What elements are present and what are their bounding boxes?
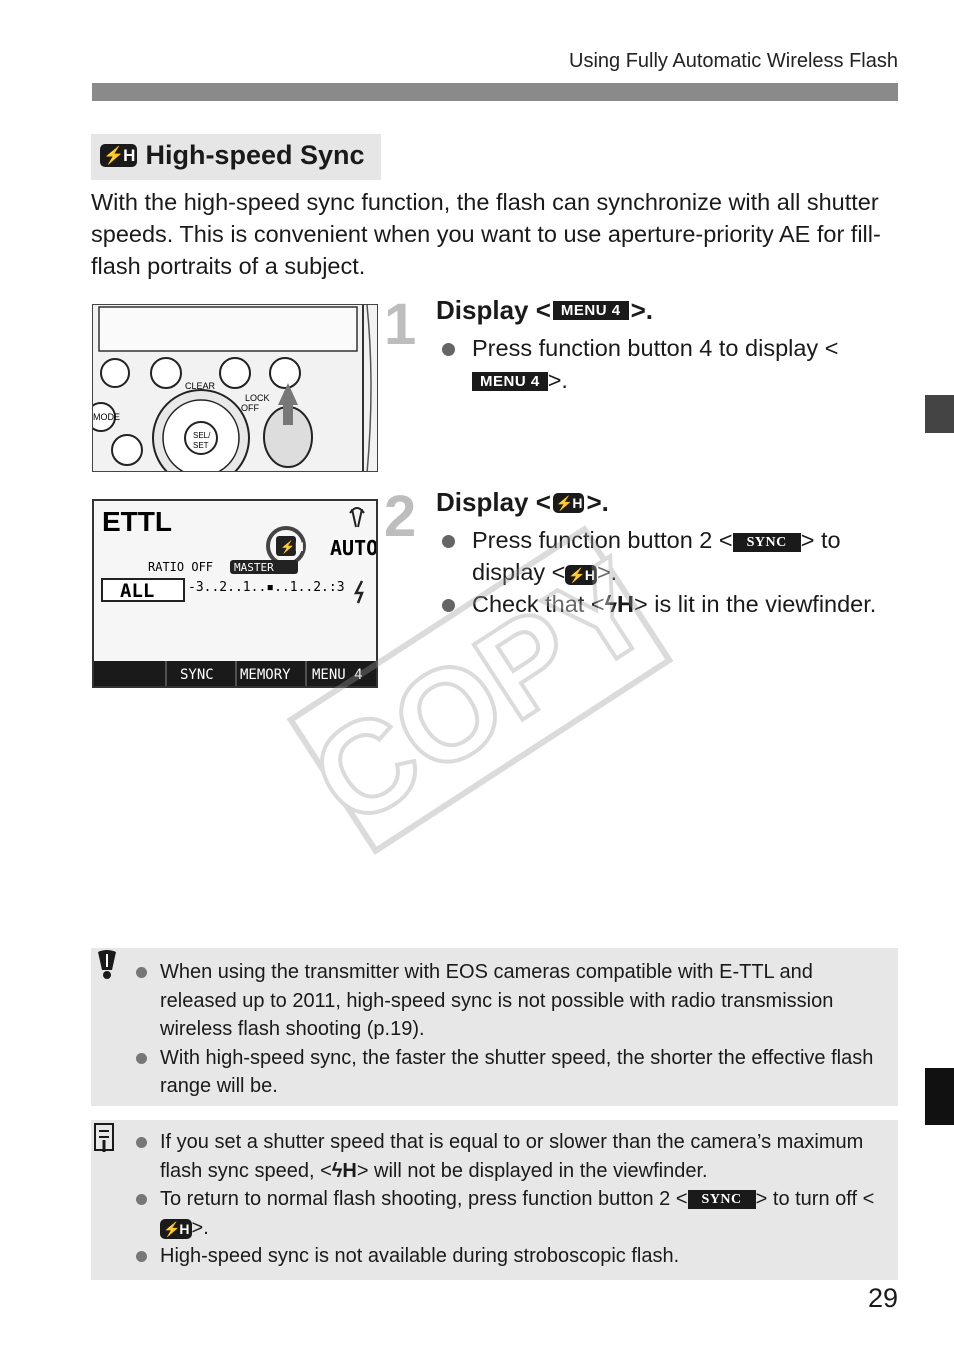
chapter-tab-dark [925, 1068, 954, 1125]
high-speed-sync-icon: ⚡H [100, 144, 138, 167]
chapter-tab [925, 395, 954, 433]
step-2-bullet: Check that <ϟH> is lit in the viewfinder… [436, 588, 882, 620]
lcd-ratio: RATIO OFF [148, 560, 213, 574]
note-box: If you set a shutter speed that is equal… [91, 1120, 898, 1280]
sel-label: SEL/ [193, 431, 211, 440]
high-speed-sync-icon: ⚡H [565, 565, 597, 585]
header-bar [92, 83, 898, 101]
step-1-number: 1 [384, 292, 417, 357]
off-label: OFF [241, 403, 259, 413]
sync-tag: SYNC [687, 1190, 756, 1210]
step-1-bullets: Press function button 4 to display <MENU… [436, 332, 876, 396]
flash-unit-illustration: CLEAR LOCK OFF MODE SEL/ SET [93, 305, 377, 471]
page-number: 29 [867, 1283, 898, 1313]
clear-label: CLEAR [185, 381, 216, 391]
lock-label: LOCK [245, 393, 270, 403]
step-1-title-suffix: >. [630, 295, 654, 325]
flash-h-icon: ϟH [331, 1159, 357, 1182]
lcd-group: ALL [120, 580, 154, 602]
step-2-title-prefix: Display < [436, 487, 551, 517]
antenna-icon [349, 507, 365, 528]
lcd-illustration: ETTL AUTO ⚡H RATIO OFF MASTER ALL -3..2.… [94, 501, 376, 686]
step-2-bullet: Press function button 2 <SYNC> to displa… [436, 524, 882, 588]
caution-item: With high-speed sync, the faster the shu… [136, 1044, 876, 1101]
lcd-btn-memory: MEMORY [240, 667, 291, 683]
note-item: High-speed sync is not available during … [136, 1242, 886, 1271]
caution-icon [98, 950, 116, 979]
set-label: SET [193, 441, 209, 450]
flash-icon [353, 580, 364, 604]
lcd-btn-menu4: MENU 4 [312, 667, 363, 683]
step-2-number: 2 [384, 484, 417, 549]
menu4-tag: MENU 4 [472, 372, 548, 391]
sync-tag: SYNC [732, 533, 801, 552]
step-2-title-suffix: >. [586, 487, 609, 517]
running-head: Using Fully Automatic Wireless Flash [569, 50, 898, 72]
caution-item: When using the transmitter with EOS came… [136, 958, 876, 1044]
high-speed-sync-icon: ⚡H [160, 1218, 192, 1239]
flash-h-icon: ϟH [604, 591, 635, 617]
lcd-master: MASTER [234, 561, 274, 574]
note-item: If you set a shutter speed that is equal… [136, 1128, 886, 1185]
note-item: To return to normal flash shooting, pres… [136, 1185, 886, 1242]
section-title-text: High-speed Sync [145, 140, 365, 170]
note-list: If you set a shutter speed that is equal… [136, 1128, 886, 1271]
memo-icon [94, 1123, 114, 1152]
step-1-title: Display < MENU 4 >. [436, 295, 653, 326]
lcd-scale: -3..2..1..▪..1..2.:3 [188, 580, 345, 595]
step-1-bullet: Press function button 4 to display <MENU… [436, 332, 876, 396]
section-title-box [91, 134, 381, 180]
lcd-btn-sync: SYNC [180, 667, 214, 683]
high-speed-sync-icon: ⚡H [552, 492, 585, 513]
lcd-panel: ETTL AUTO ⚡H RATIO OFF MASTER ALL -3..2.… [92, 499, 378, 688]
lcd-mode: ETTL [102, 506, 172, 537]
lcd-hs-icon: ⚡H [280, 540, 304, 554]
step-2-bullets: Press function button 2 <SYNC> to displa… [436, 524, 882, 620]
menu4-tag: MENU 4 [552, 301, 629, 320]
step-2-title: Display < ⚡H >. [436, 487, 609, 518]
caution-box: When using the transmitter with EOS came… [91, 948, 898, 1106]
step-1-title-prefix: Display < [436, 295, 551, 325]
section-title: ⚡H High-speed Sync [100, 140, 365, 171]
lcd-auto: AUTO [330, 536, 376, 560]
intro-paragraph: With the high-speed sync function, the f… [91, 189, 881, 279]
caution-list: When using the transmitter with EOS came… [136, 958, 876, 1101]
mode-label: MODE [93, 412, 120, 422]
flash-unit-photo: CLEAR LOCK OFF MODE SEL/ SET [92, 304, 378, 472]
